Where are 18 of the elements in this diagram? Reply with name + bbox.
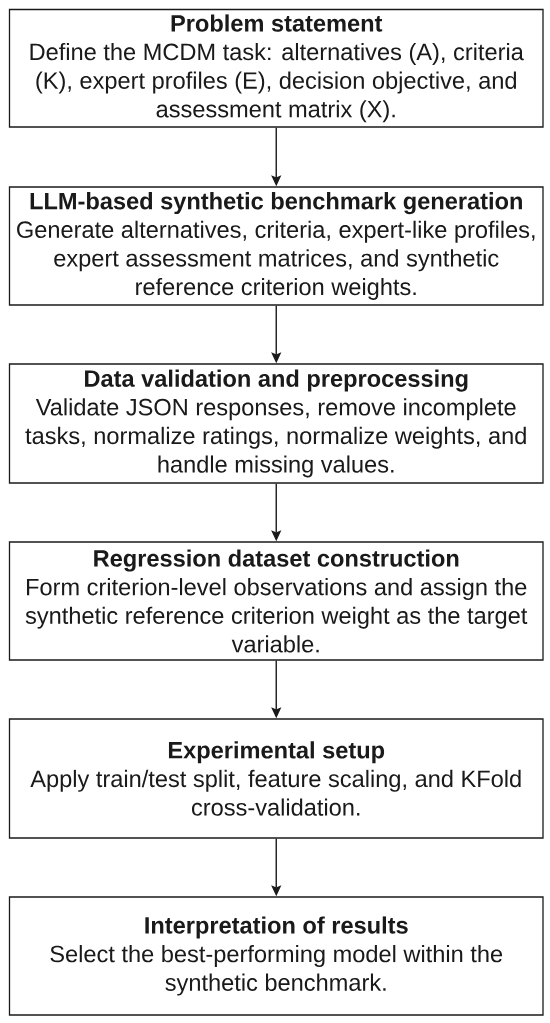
- process-box: [8, 896, 544, 1016]
- process-box: [8, 363, 544, 484]
- step-title: LLM-based synthetic benchmark generation: [30, 192, 522, 215]
- step-description: Select the best-performing model within the synthetic benchmark.: [50, 945, 503, 996]
- process-box: [8, 186, 544, 306]
- process-box: [8, 8, 544, 128]
- step-title: Interpretation of results: [145, 916, 408, 939]
- step-description: Generate alternatives, criteria, expert-like profiles, expert assessment matrices, and synthetic reference criterion weights.: [17, 220, 535, 300]
- step-title: Regression dataset construction: [94, 549, 459, 572]
- step-title: Data validation and preprocessing: [85, 369, 468, 392]
- step-title: Experimental setup: [168, 741, 385, 764]
- step-description: Apply train/test split, feature scaling, and KFold cross-validation.: [30, 769, 521, 816]
- step-title: Problem statement: [171, 14, 383, 32]
- process-box: [8, 541, 544, 661]
- step-description: Define the MCDM task: alternatives (A), criteria (K), expert profiles (E), decision objective, and assessment matrix (X).: [30, 43, 524, 123]
- step-description: Form criterion-level observations and assign the synthetic reference criterion weight as the target variable.: [25, 578, 528, 653]
- step-description: Validate JSON responses, remove incomplete tasks, normalize ratings, normalize weights, and handle missing values.: [25, 398, 526, 478]
- process-box: [8, 718, 544, 839]
